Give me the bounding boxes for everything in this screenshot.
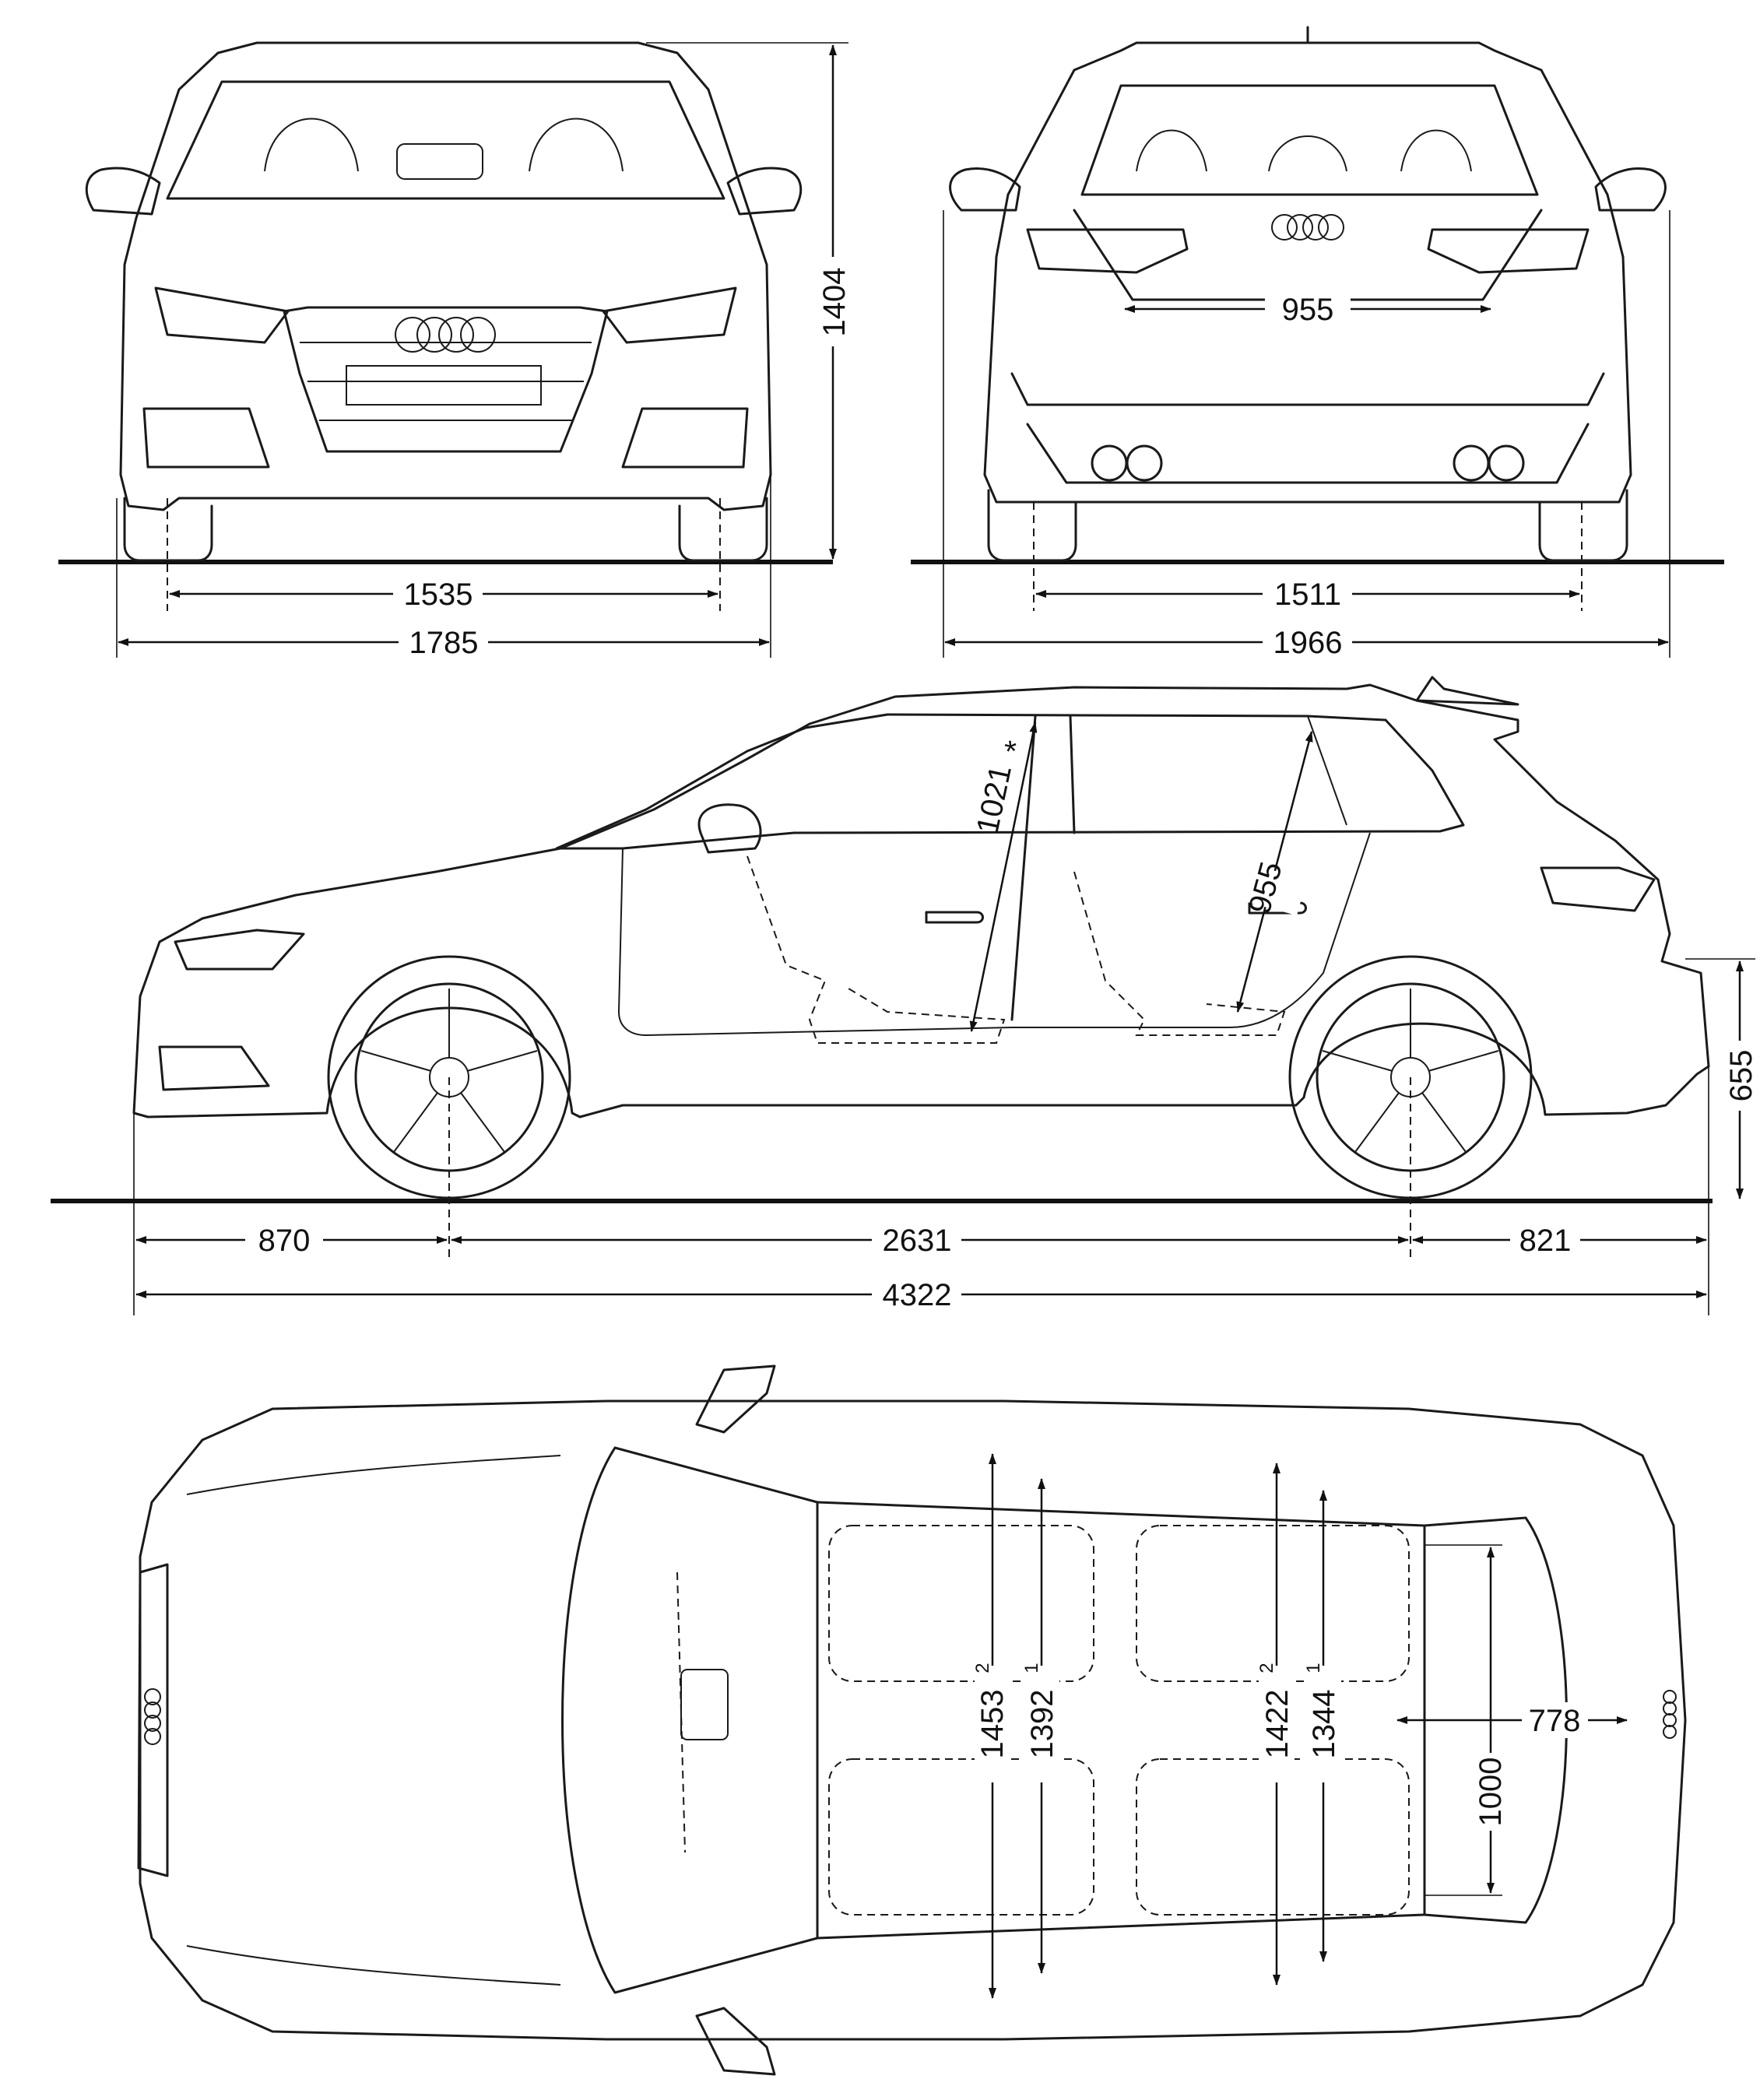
rear-window [1080,84,1539,196]
dim-overall-length-label: 4322 [883,1278,952,1312]
dim-cargo-width-label: 1000 [1474,1758,1508,1827]
dim-rear-overhang-label: 821 [1519,1224,1572,1258]
dim-rear-headroom: 955 [1221,731,1313,1013]
dim-load-sill: 655 [1685,958,1758,1199]
audi-rings-front [395,317,496,353]
dim-load-sill-label: 655 [1724,1050,1758,1102]
dim-width-mirrors-label: 1966 [1273,626,1343,660]
side-view: 1021 * 955 655 870 2631 [51,676,1758,1315]
dim-front-height-label: 1404 [817,268,852,337]
front-left-intake [142,407,270,469]
rear-right-mirror [1594,167,1667,212]
side-front-intake [158,1045,270,1091]
dim-rear-shoulder-sup: 2 [1256,1663,1277,1673]
dim-cargo-length-label: 778 [1529,1704,1581,1738]
dim-front-shoulder-sup: 2 [972,1663,993,1673]
dim-cargo-length: 778 [1396,1702,1628,1738]
dim-front-shoulder: 1453 2 [972,1453,1010,1999]
dim-rear-elbow-label: 1344 [1307,1690,1341,1759]
dim-front-elbow-sup: 1 [1021,1663,1042,1673]
top-view: 1453 2 1392 1 1422 2 1344 1 1000 [137,1364,1687,2076]
side-taillight [1540,866,1656,912]
rear-spoiler [1415,676,1519,706]
front-windshield [166,80,725,200]
rear-tailgate [1073,209,1543,301]
rear-diffuser [1026,423,1590,484]
front-left-headlight [154,286,290,344]
rear-bumper [1010,372,1605,406]
front-right-intake [621,407,749,469]
dim-front-headroom: 1021 * [969,722,1038,1032]
dim-front-height: 1404 [646,42,852,560]
dim-front-elbow-label: 1392 [1025,1690,1059,1759]
top-rear-rings [1663,1690,1677,1739]
front-right-tire [678,497,768,562]
dim-front-track-label: 1535 [404,578,473,612]
dim-cargo-width: 1000 [1425,1544,1508,1896]
front-right-headlight [602,286,737,344]
dim-rear-track-label: 1511 [1274,578,1341,612]
front-grille [283,306,609,453]
dim-front-headroom-mark: * [998,738,1034,757]
dim-front-overhang-label: 870 [258,1224,311,1258]
exhaust-tips [1091,444,1525,482]
rear-right-taillight [1427,228,1590,274]
dim-trunk-opening-label: 955 [1282,293,1334,327]
front-right-mirror [726,167,803,216]
dim-rear-shoulder: 1422 2 [1256,1463,1295,1986]
front-body-outline [119,41,772,511]
dim-front-headroom-label: 1021 [971,762,1019,837]
dim-front-track: 1535 [169,576,718,612]
top-front-grille [137,1563,169,1877]
dim-rear-shoulder-label: 1422 [1260,1690,1295,1759]
dim-overall-width-label: 1785 [409,626,479,660]
dim-front-overhang: 870 [135,1222,448,1258]
dim-rear-elbow-sup: 1 [1303,1663,1324,1673]
front-left-mirror [85,167,161,216]
rear-left-taillight [1026,228,1189,274]
top-left-mirror [695,1364,776,1434]
dim-wheelbase-label: 2631 [883,1224,952,1258]
dim-rear-overhang: 821 [1412,1222,1707,1258]
front-left-tire [123,497,213,562]
dim-overall-length: 4322 [135,1277,1707,1312]
front-view: 1535 1785 1404 [58,41,852,660]
rear-view: 955 1511 1966 [911,26,1724,660]
dim-rear-track: 1511 [1035,576,1580,612]
audi-rings-rear [1271,214,1344,241]
side-mirror [697,803,762,854]
rear-body-outline [983,41,1632,504]
side-headlight [174,929,305,971]
dim-wheelbase: 2631 [451,1222,1409,1258]
rear-left-mirror [949,167,1021,212]
top-right-mirror [695,2007,776,2076]
dim-rear-elbow: 1344 1 [1303,1490,1341,1962]
top-body-outline [139,1399,1687,2041]
dim-overall-width: 1785 [116,475,771,660]
front-door-handle [925,911,984,924]
top-front-rings [144,1688,161,1745]
dim-width-mirrors: 1966 [943,210,1670,660]
side-body-outline [132,683,1710,1118]
side-windows [555,713,1465,850]
dim-front-shoulder-label: 1453 [975,1690,1010,1759]
top-windshield [561,1446,819,1994]
dim-front-elbow: 1392 1 [1021,1478,1059,1974]
dim-trunk-opening: 955 [1124,291,1491,327]
